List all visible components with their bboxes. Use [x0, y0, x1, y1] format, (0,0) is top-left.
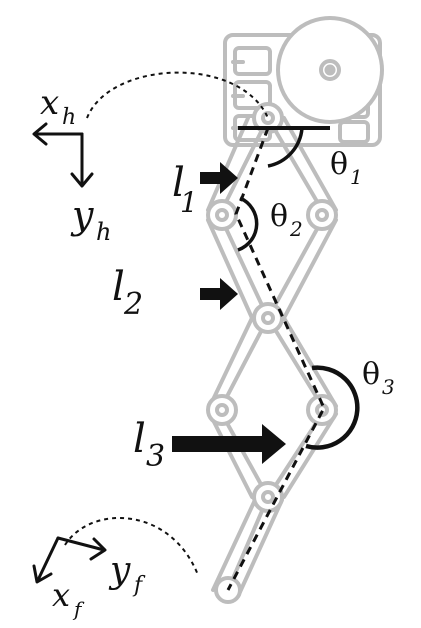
leg-links [206, 116, 338, 594]
svg-text:h: h [62, 105, 76, 130]
label-theta3: θ 3 [362, 357, 395, 399]
svg-text:y: y [70, 193, 94, 237]
hip-frame-axes [32, 122, 94, 188]
svg-text:x: x [40, 83, 59, 123]
foot-frame-arc [64, 517, 199, 576]
svg-text:θ: θ [362, 357, 380, 392]
label-l3: l 3 [133, 416, 165, 474]
leg-joints [206, 102, 338, 604]
svg-text:l: l [133, 416, 146, 462]
svg-text:f: f [132, 573, 146, 598]
svg-text:x: x [52, 576, 70, 614]
svg-text:h: h [96, 218, 111, 246]
label-hip-x: x h [40, 83, 76, 130]
svg-text:2: 2 [123, 287, 143, 322]
svg-text:θ: θ [270, 199, 288, 234]
foot-frame-axes [32, 536, 107, 584]
kinematic-chain [226, 127, 326, 591]
label-foot-y: y f [108, 550, 146, 598]
svg-text:2: 2 [289, 217, 303, 241]
label-l2: l 2 [112, 264, 143, 322]
motor-wheel [276, 16, 384, 124]
svg-text:f: f [72, 597, 85, 621]
label-theta2: θ 2 [270, 199, 303, 241]
label-l1: l 1 [172, 160, 198, 219]
label-foot-x: x f [52, 576, 85, 621]
svg-text:3: 3 [382, 375, 395, 399]
label-hip-y: y h [70, 193, 111, 246]
hip-frame-arc [86, 71, 269, 119]
theta3-arc [305, 365, 360, 450]
right-arrow-icon [172, 424, 286, 464]
theta2-arc [237, 196, 259, 252]
svg-text:θ: θ [330, 147, 348, 182]
right-arrow-icon [200, 162, 238, 194]
svg-text:1: 1 [350, 165, 363, 189]
svg-text:y: y [108, 550, 131, 591]
svg-text:l: l [112, 264, 125, 310]
label-theta1: θ 1 [330, 147, 363, 189]
right-arrow-icon [200, 278, 238, 310]
svg-text:1: 1 [180, 186, 198, 219]
svg-text:3: 3 [146, 439, 165, 474]
svg-text:l: l [172, 160, 185, 206]
theta1-arc [267, 127, 304, 168]
